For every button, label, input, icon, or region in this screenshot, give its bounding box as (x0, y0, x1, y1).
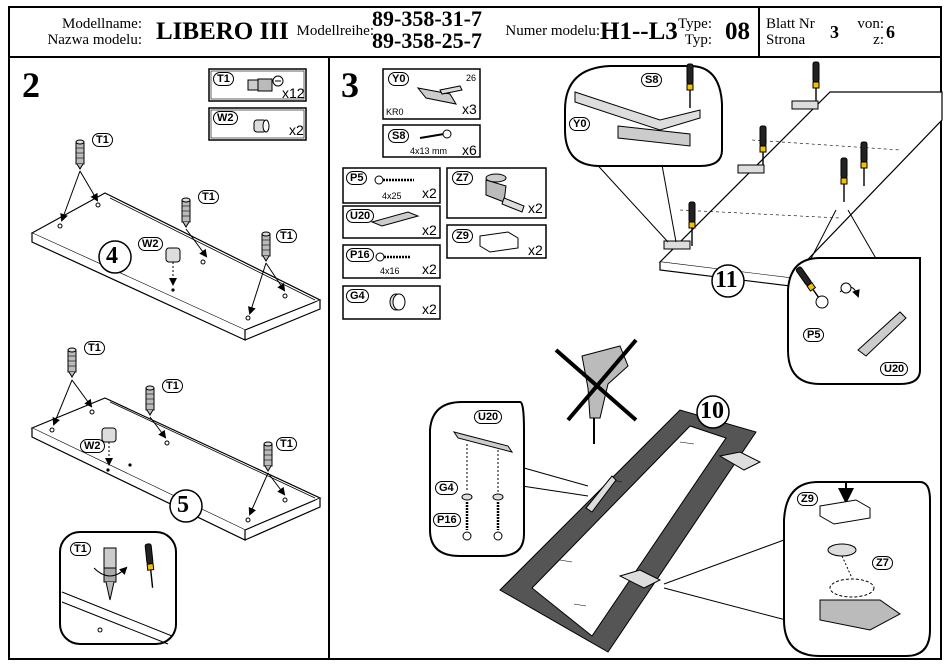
label-w2-a: W2 (138, 237, 163, 251)
label-t1-d: T1 (84, 341, 105, 355)
board-5-drawing (30, 347, 322, 541)
label-w2-b: W2 (80, 439, 105, 453)
type-value: 08 (725, 18, 750, 45)
sheet-label-de: Blatt Nr (766, 16, 815, 32)
of-label-de: von: (857, 16, 884, 32)
label-t1-b: T1 (198, 190, 219, 204)
qty-w2: x2 (289, 122, 304, 138)
u20-rail-icon (370, 211, 420, 227)
label-t1-c: T1 (276, 229, 297, 243)
board-4-label: 4 (106, 243, 118, 269)
tag-s8-box: S8 (388, 129, 410, 143)
label-z9-inset: Z9 (797, 492, 818, 506)
model-name-label: Modellname: Nazwa modelu: (12, 16, 142, 48)
t1-part-icon (247, 75, 284, 92)
qty-p5: x2 (422, 185, 437, 201)
label-t1-f: T1 (276, 437, 297, 451)
label-y0-inset: Y0 (569, 117, 591, 131)
board-5-label: 5 (177, 492, 189, 518)
s8-detail-inset (564, 63, 723, 243)
w2-part-icon (253, 119, 270, 133)
model-label-pl: Nazwa modelu: (47, 32, 142, 48)
y0-note: KR0 (386, 107, 404, 117)
p5-u20-detail-inset (787, 209, 921, 385)
label-g4-inset: G4 (435, 481, 458, 495)
sheet-label: Blatt Nr Strona (766, 16, 815, 48)
label-u20-inset-right: U20 (880, 362, 909, 376)
of-label-pl: z: (873, 32, 884, 48)
model-number: H1--L3 (600, 18, 678, 45)
of-value: 6 (886, 22, 895, 42)
label-t1-e: T1 (162, 379, 183, 393)
label-p5-inset: P5 (803, 328, 825, 342)
tag-y0-box: Y0 (388, 72, 410, 86)
qty-z7: x2 (528, 200, 543, 216)
s8-note: 4x13 mm (410, 146, 448, 156)
tag-z9-box: Z9 (452, 229, 473, 243)
section-divider (328, 58, 330, 660)
series-1: 89-358-31-7 (372, 6, 482, 31)
panel-11-label: 11 (715, 267, 738, 293)
qty-z9: x2 (528, 242, 543, 258)
qty-g4: x2 (422, 301, 437, 317)
p16-screw-icon (375, 252, 410, 262)
tag-g4-box: G4 (346, 289, 369, 303)
no-drill-warning (554, 338, 638, 444)
z7-hinge-cup-icon (485, 173, 525, 213)
panel-10-drawing (499, 395, 762, 653)
tag-t1-box: T1 (213, 72, 234, 86)
z9-cover-cap-icon (479, 231, 519, 253)
s8-screw-icon (419, 129, 452, 139)
panel-11-drawing (658, 61, 943, 298)
y0-code: 26 (466, 73, 477, 83)
qty-s8: x6 (462, 142, 477, 158)
g4-washer-icon (389, 293, 406, 311)
z9-z7-detail-inset (663, 481, 931, 657)
y0-hinge-plate-icon (416, 85, 463, 105)
tag-w2-box: W2 (213, 111, 238, 125)
page-frame (8, 6, 942, 660)
qty-u20: x2 (422, 222, 437, 238)
tag-p16-box: P16 (346, 248, 374, 262)
model-name: LIBERO III (156, 18, 289, 45)
label-p16-inset: P16 (433, 513, 461, 527)
label-z7-inset: Z7 (872, 556, 893, 570)
number-label: Numer modelu: (505, 23, 600, 39)
label-u20-inset-left: U20 (474, 410, 503, 424)
series-2: 89-358-25-7 (372, 28, 482, 53)
sheet-label-pl: Strona (766, 32, 806, 48)
sheet-value: 3 (830, 22, 839, 42)
panel-10-label: 10 (700, 398, 724, 424)
series-label: Modellreihe: (296, 23, 374, 39)
tag-p5-box: P5 (346, 171, 368, 185)
label-s8-inset: S8 (641, 73, 663, 87)
series-numbers: 89-358-31-7 89-358-25-7 (372, 8, 482, 52)
qty-t1: x12 (282, 85, 305, 101)
p16-note: 4x16 (380, 266, 400, 276)
tag-z7-box: Z7 (452, 171, 473, 185)
model-label-de: Modellname: (62, 16, 142, 32)
type-label-pl: Typ: (684, 32, 712, 48)
tag-u20-box: U20 (346, 209, 375, 223)
label-t1-a: T1 (92, 133, 113, 147)
step-2-number: 2 (22, 65, 40, 105)
type-label: Type: Typ: (668, 16, 712, 48)
of-label: von: z: (846, 16, 884, 48)
p5-screw-icon (374, 175, 414, 185)
p5-note: 4x25 (382, 191, 402, 201)
title-divider (758, 6, 760, 56)
qty-p16: x2 (422, 261, 437, 277)
type-label-de: Type: (678, 16, 712, 32)
board-4-drawing (30, 139, 322, 341)
t1-detail-inset (59, 531, 177, 645)
qty-y0: x3 (462, 101, 477, 117)
title-block: Modellname: Nazwa modelu: LIBERO III Mod… (8, 6, 942, 58)
step-3-number: 3 (341, 65, 359, 105)
parts-list-right (342, 68, 547, 320)
label-t1-inset: T1 (70, 542, 91, 556)
